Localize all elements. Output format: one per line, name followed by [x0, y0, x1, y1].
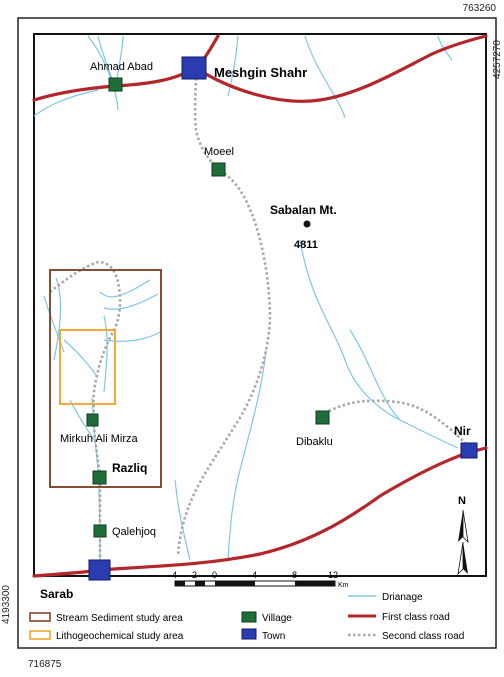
- drainage-line: [227, 349, 267, 561]
- legend: Stream Sediment study area Lithogeochemi…: [29, 592, 464, 642]
- label-mirkuh: Mirkuh Ali Mirza: [60, 433, 139, 445]
- legend-village-label: Village: [262, 613, 292, 624]
- map-border: [33, 33, 487, 577]
- drainage-line: [103, 293, 159, 310]
- village-marker-razliq: [92, 470, 107, 485]
- drainage-line: [87, 35, 119, 111]
- legend-second-road-label: Second class road: [382, 631, 464, 642]
- label-sabalan: Sabalan Mt.: [270, 203, 337, 217]
- legend-drainage-label: Drianage: [382, 592, 423, 603]
- drainage-line: [63, 339, 99, 379]
- north-arrow-dark-half: [458, 510, 463, 542]
- scale-tick-label: 4: [252, 570, 257, 580]
- drainage-line: [103, 315, 108, 393]
- north-label: N: [458, 495, 466, 507]
- scale-tick-label: 2: [192, 570, 197, 580]
- legend-stream-swatch: [29, 612, 51, 622]
- legend-town-label: Town: [262, 631, 285, 642]
- scale-bar: 4 2 0 4 8 12 Km: [172, 570, 349, 589]
- lithogeochemical-area: [59, 329, 116, 405]
- label-sarab: Sarab: [40, 587, 73, 601]
- village-markers: [86, 77, 330, 538]
- village-marker-dibaklu: [315, 410, 330, 425]
- label-razliq: Razliq: [112, 461, 147, 475]
- coord-right-vertical: 4257270: [492, 40, 503, 79]
- label-dibaklu: Dibaklu: [296, 436, 333, 448]
- village-marker-ahmad-abad: [108, 77, 123, 92]
- north-arrow-light-half: [462, 509, 469, 544]
- drainage-line: [304, 35, 346, 119]
- legend-town-swatch: [241, 628, 257, 640]
- north-arrow-lower-light: [457, 541, 464, 576]
- legend-litho-label: Lithogeochemical study area: [56, 631, 184, 642]
- label-meshgin-shahr: Meshgin Shahr: [214, 65, 307, 80]
- drainage-line: [174, 479, 191, 561]
- drainage-line: [299, 239, 459, 449]
- drainage-line: [43, 295, 65, 353]
- village-marker-moeel: [211, 162, 226, 177]
- town-marker-meshgin: [181, 56, 207, 80]
- stream-sediment-area: [49, 269, 162, 488]
- peak-marker: [303, 220, 311, 228]
- first-class-roads: [32, 34, 488, 578]
- road-north-east: [194, 34, 488, 103]
- scale-unit: Km: [338, 582, 349, 589]
- road-meshgin: [32, 34, 220, 102]
- coord-left-vertical: 4193300: [1, 585, 12, 624]
- north-arrow-lower-dark: [463, 542, 468, 574]
- legend-first-road-label: First class road: [382, 612, 450, 623]
- road-dibaklu-nir: [319, 399, 471, 449]
- scale-tick-label: 12: [328, 570, 338, 580]
- coord-top-right: 763260: [462, 3, 496, 14]
- scale-tick-label: 8: [292, 570, 297, 580]
- drainage-line: [99, 279, 151, 298]
- scale-tick-label: 0: [212, 570, 217, 580]
- outer-border: [17, 17, 497, 649]
- road-meshgin-south: [176, 67, 272, 557]
- label-nir: Nir: [454, 424, 471, 438]
- label-sabalan-height: 4811: [294, 239, 318, 251]
- legend-stream-label: Stream Sediment study area: [56, 613, 183, 624]
- town-marker-sarab: [88, 559, 111, 581]
- scale-segment: [295, 581, 335, 586]
- drainage-line: [349, 329, 401, 421]
- label-ahmad-abad: Ahmad Abad: [90, 61, 153, 73]
- scale-segment: [195, 581, 205, 586]
- label-moeel: Moeel: [204, 146, 234, 158]
- coord-bottom-left: 716875: [28, 659, 62, 670]
- label-qalehjoq: Qalehjoq: [112, 526, 156, 538]
- north-arrow: N: [457, 495, 469, 576]
- second-class-roads: [49, 67, 471, 570]
- village-marker-qalehjoq: [93, 524, 107, 538]
- scale-tick-label: 4: [172, 570, 177, 580]
- scale-segment: [215, 581, 255, 586]
- drainage-line: [33, 89, 99, 117]
- drainage-line: [103, 331, 161, 342]
- town-marker-nir: [460, 442, 478, 459]
- scale-segment: [175, 581, 185, 586]
- legend-litho-swatch: [29, 630, 51, 640]
- village-marker-mirkuh: [86, 413, 99, 427]
- legend-village-swatch: [241, 611, 257, 623]
- drainage-line: [227, 35, 239, 97]
- road-sarab-nir: [32, 446, 488, 578]
